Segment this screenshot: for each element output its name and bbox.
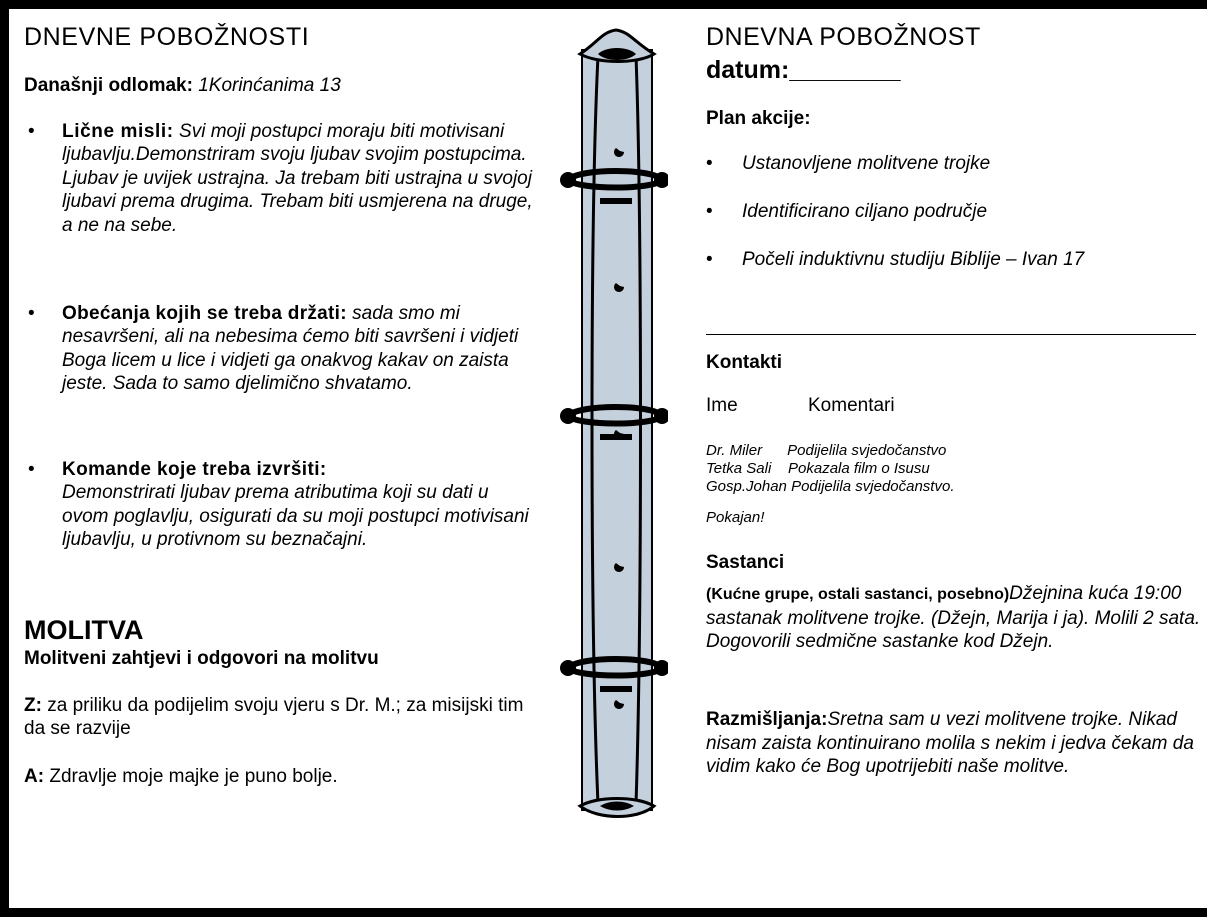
bullet-text: Demonstrirati ljubav prema atributima ko… (62, 482, 529, 551)
bullet-label: Lične misli: (62, 121, 174, 142)
list-item: • Lične misli: Svi moji postupci moraju … (24, 120, 534, 237)
list-item: • Komande koje treba izvršiti: Demonstri… (24, 458, 534, 552)
divider (706, 334, 1196, 335)
contact-comment: Pokazala film o Isusu (788, 460, 930, 477)
contact-comment: Podijelila svjedočanstvo. (791, 478, 955, 495)
plan-item: Počeli induktivnu studiju Biblije – Ivan… (742, 249, 1085, 270)
request-label: Z: (24, 695, 42, 716)
bullet-text: sada smo mi nesavršeni, ali na nebesima … (62, 303, 519, 395)
bullet-icon: • (706, 153, 713, 174)
prayer-answer: A: Zdravlje moje majke je puno bolje. (24, 765, 338, 788)
reflections-text: Sretna sam u vezi molitvene trojke. Nika… (706, 709, 1194, 777)
right-heading: DNEVNA POBOŽNOST (706, 23, 981, 51)
plan-item: Ustanovljene molitvene trojke (742, 153, 991, 174)
contacts-list: Dr. Miler Podijelila svjedočanstvo Tetka… (706, 442, 955, 496)
contacts-label: Kontakti (706, 352, 782, 373)
contact-name: Tetka Sali (706, 460, 772, 477)
bullet-icon: • (28, 459, 35, 480)
note-pokajan: Pokajan! (706, 509, 765, 526)
left-column: DNEVNE POBOŽNOSTI Današnji odlomak: 1Kor… (24, 22, 534, 787)
answer-text: Zdravlje moje majke je puno bolje. (49, 766, 338, 787)
meetings-sublabel: (Kućne grupe, ostali sastanci, posebno) (706, 586, 1010, 603)
table-row: Gosp.Johan Podijelila svjedočanstvo. (706, 478, 955, 496)
plan-label: Plan akcije: (706, 108, 811, 129)
bullet-label: Obećanja kojih se treba držati: (62, 303, 347, 324)
reflections-label: Razmišljanja: (706, 709, 828, 730)
bullet-personal: • Lične misli: Svi moji postupci moraju … (24, 120, 534, 237)
contact-name: Gosp.Johan (706, 478, 787, 495)
contact-comment: Podijelila svjedočanstvo (787, 442, 947, 459)
prayer-request: Z: za priliku da podijelim svoju vjeru s… (24, 694, 524, 740)
list-item: • Ustanovljene molitvene trojke (706, 152, 1206, 200)
list-item: • Identificirano ciljano područje (706, 200, 1206, 248)
bullet-promises: • Obećanja kojih se treba držati: sada s… (24, 302, 534, 396)
meetings-body: Džejnina kuća 19:00 sastanak molitvene t… (706, 583, 1201, 652)
request-text: za priliku da podijelim svoju vjeru s Dr… (24, 695, 524, 739)
list-item: • Obećanja kojih se treba držati: sada s… (24, 302, 534, 396)
ring-binder-icon (560, 28, 668, 818)
date-field: datum:________ (706, 56, 901, 84)
prayer-heading: MOLITVA (24, 615, 144, 645)
bullet-icon: • (706, 249, 713, 270)
answer-label: A: (24, 766, 45, 787)
contact-name: Dr. Miler (706, 442, 763, 459)
table-row: Dr. Miler Podijelila svjedočanstvo (706, 442, 955, 460)
bullet-label: Komande koje treba izvršiti: (62, 459, 327, 480)
passage-label: Današnji odlomak: (24, 75, 193, 96)
prayer-subheading: Molitveni zahtjevi i odgovori na molitvu (24, 648, 379, 669)
bullet-text: Svi moji postupci moraju biti motivisani… (62, 121, 533, 236)
reflections: Razmišljanja:Sretna sam u vezi molitvene… (706, 708, 1206, 779)
plan-item: Identificirano ciljano područje (742, 201, 988, 222)
bullet-commands: • Komande koje treba izvršiti: Demonstri… (24, 458, 534, 552)
bullet-icon: • (28, 121, 35, 142)
col-name-header: Ime (706, 395, 738, 416)
table-row: Tetka Sali Pokazala film o Isusu (706, 460, 955, 478)
passage-value: 1Korinćanima 13 (198, 75, 341, 96)
bullet-icon: • (28, 303, 35, 324)
meetings-text: (Kućne grupe, ostali sastanci, posebno)D… (706, 582, 1207, 654)
left-heading: DNEVNE POBOŽNOSTI (24, 23, 310, 51)
plan-list: • Ustanovljene molitvene trojke • Identifi… (706, 152, 1206, 296)
col-comments-header: Komentari (808, 395, 895, 416)
bullet-icon: • (706, 201, 713, 222)
list-item: • Počeli induktivnu studiju Biblije – Iva… (706, 248, 1206, 296)
meetings-label: Sastanci (706, 552, 785, 573)
passage-line: Današnji odlomak: 1Korinćanima 13 (24, 74, 341, 97)
